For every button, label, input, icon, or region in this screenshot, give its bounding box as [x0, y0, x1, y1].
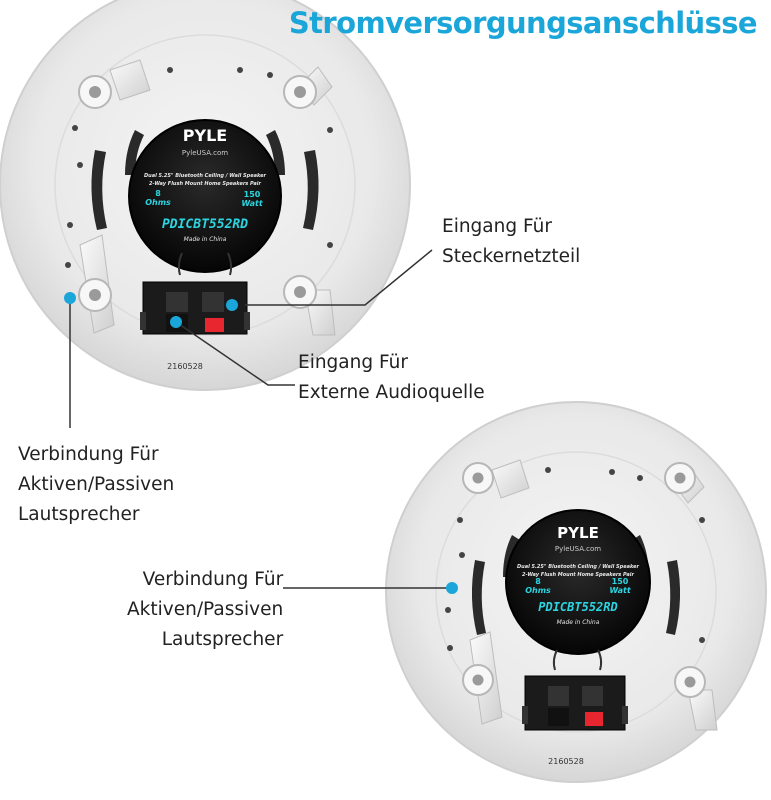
speaker-bottom-terminal-red — [585, 712, 603, 726]
speaker-bottom-terminal-block — [522, 675, 628, 731]
speaker-top-power-unit: Watt — [241, 199, 264, 208]
label-power-input-line: Steckernetzteil — [442, 246, 581, 267]
speaker-bottom-origin: Made in China — [557, 619, 600, 626]
speaker-bottom-power-unit: Watt — [609, 586, 632, 595]
label-speaker-connection-bottom-line: Aktiven/Passiven — [127, 599, 284, 620]
label-speaker-connection-bottom-line: Lautsprecher — [161, 629, 284, 650]
speaker-top-origin: Made in China — [184, 236, 227, 243]
callout-lines — [69, 249, 452, 589]
label-speaker-connection-top-line: Lautsprecher — [18, 504, 140, 525]
speaker-top-inner-ring — [54, 34, 356, 336]
label-power-input-line: Eingang Für — [442, 216, 552, 237]
callout-line-audio — [175, 321, 295, 386]
speaker-bottom-magnet — [505, 509, 651, 655]
speaker-bottom-serial: 2160528 — [548, 757, 584, 766]
speaker-top-serial: 2160528 — [167, 362, 203, 371]
speaker-bottom-impedance-unit: Ohms — [525, 586, 551, 595]
speaker-bottom-knobs — [462, 462, 706, 698]
speaker-top-screw-holes — [65, 67, 333, 268]
label-audio-input-line: Eingang Für — [298, 352, 408, 373]
speaker-bottom-model: PDICBT552RD — [538, 600, 617, 614]
speaker-top-wires — [177, 252, 233, 276]
callout-dot-audio — [170, 316, 182, 328]
speaker-top-description-1: Dual 5.25" Bluetooth Ceiling / Wall Spea… — [144, 173, 266, 179]
speaker-bottom-description-1: Dual 5.25" Bluetooth Ceiling / Wall Spea… — [517, 564, 639, 570]
label-speaker-connection-top: Verbindung Für Aktiven/Passiven Lautspre… — [18, 440, 174, 530]
speaker-top-terminal-red — [205, 318, 224, 332]
callout-dot-speaker-top — [64, 292, 76, 304]
label-power-input: Eingang Für Steckernetzteil — [442, 212, 580, 272]
speaker-bottom-power-value: 150 — [612, 577, 629, 586]
speaker-top-website: PyleUSA.com — [182, 149, 228, 157]
speaker-top-impedance-value: 8 — [155, 189, 161, 198]
speaker-bottom: PYLE PyleUSA.com Dual 5.25" Bluetooth Ce… — [385, 401, 767, 783]
speaker-bottom-inner-ring — [435, 451, 717, 733]
speaker-top-brand: PYLE — [183, 126, 227, 145]
speaker-bottom-description-2: 2-Way Flush Mount Home Speakers Pair — [522, 572, 634, 578]
speaker-top-knobs — [78, 75, 317, 312]
speaker-top: PYLE PyleUSA.com Dual 5.25" Bluetooth Ce… — [0, 0, 411, 391]
speaker-bottom-wires — [552, 649, 603, 671]
label-speaker-connection-top-line: Verbindung Für — [18, 444, 159, 465]
speaker-bottom-terminal-black — [548, 708, 569, 726]
callout-line-power — [245, 249, 433, 306]
speaker-bottom-screw-holes — [445, 467, 705, 651]
speaker-top-impedance-unit: Ohms — [145, 198, 171, 207]
page-title: Stromversorgungsanschlüsse — [288, 6, 758, 40]
label-audio-input: Eingang Für Externe Audioquelle — [298, 348, 485, 408]
speaker-top-model: PDICBT552RD — [162, 217, 248, 232]
callout-dot-speaker-bottom — [446, 582, 458, 594]
speaker-top-description-2: 2-Way Flush Mount Home Speakers Pair — [149, 181, 261, 187]
callout-dot-power — [226, 299, 238, 311]
label-speaker-connection-top-line: Aktiven/Passiven — [18, 474, 175, 495]
speaker-top-magnet — [128, 119, 282, 273]
speaker-top-power-value: 150 — [244, 190, 261, 199]
speaker-top-slots — [91, 130, 319, 230]
label-speaker-connection-bottom-line: Verbindung Für — [142, 569, 284, 590]
label-speaker-connection-bottom: Verbindung Für Aktiven/Passiven Lautspre… — [127, 565, 283, 655]
speaker-bottom-website: PyleUSA.com — [555, 545, 601, 553]
speaker-bottom-brand: PYLE — [557, 524, 599, 542]
speaker-bottom-impedance-value: 8 — [535, 577, 541, 586]
label-audio-input-line: Externe Audioquelle — [298, 382, 485, 403]
callout-dots — [64, 292, 458, 594]
